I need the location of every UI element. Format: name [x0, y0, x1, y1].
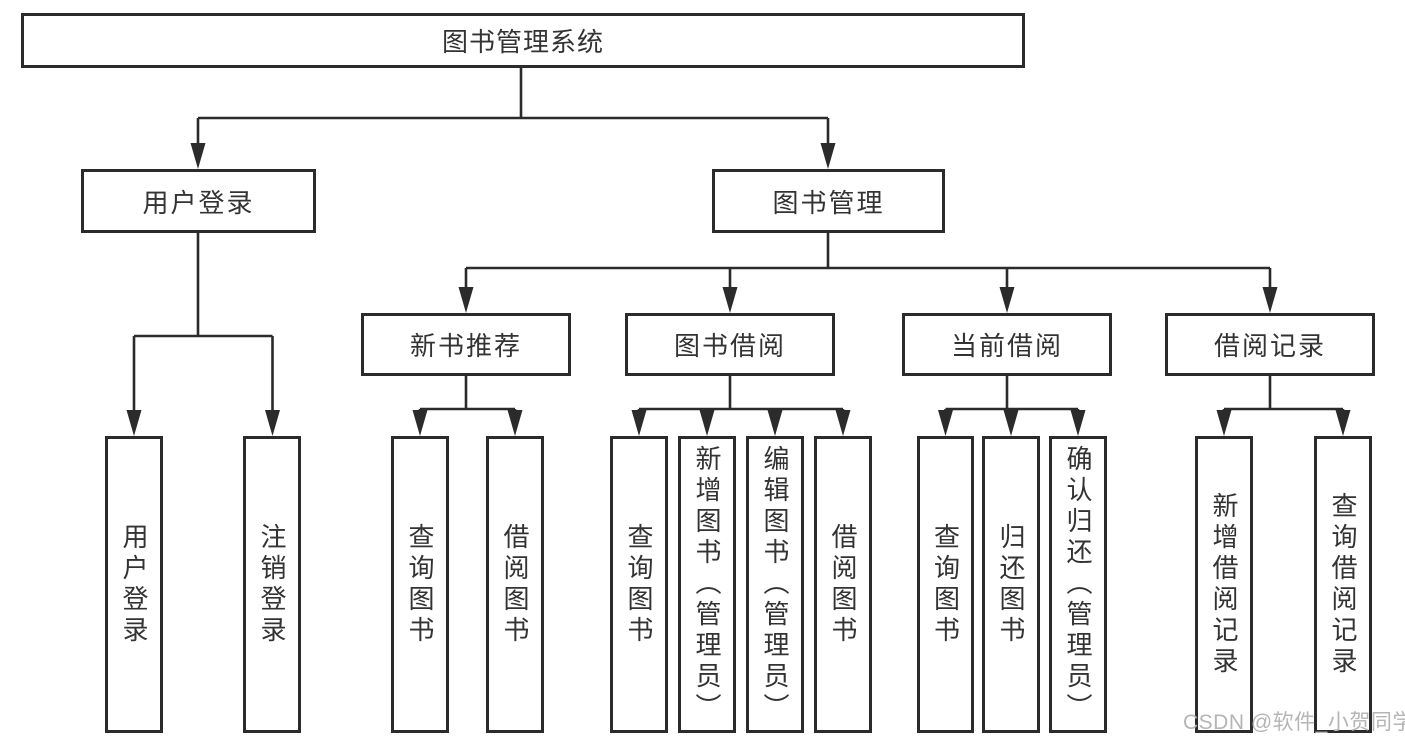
node-book-borrowing: 图书借阅 [625, 313, 835, 376]
leaf-label: 查询图书 [624, 522, 654, 647]
leaf-label: 新增借阅记录 [1209, 491, 1239, 678]
csdn-watermark: CSDN @软件_小贺同学 [1183, 711, 1405, 734]
node-label: 用户登录 [142, 187, 255, 218]
leaf-label: 新增图书（管理员） [692, 445, 722, 724]
leaf-add-borrow-record: 新增借阅记录 [1195, 436, 1253, 733]
leaf-edit-books-admin: 编辑图书（管理员） [746, 436, 804, 733]
leaf-label: 注销登录 [257, 522, 287, 647]
leaf-borrow-books: 借阅图书 [814, 436, 872, 733]
leaf-query-books-current: 查询图书 [917, 436, 974, 733]
leaf-label: 借阅图书 [828, 522, 858, 647]
leaf-query-books-recommend: 查询图书 [391, 436, 449, 733]
leaf-label: 查询借阅记录 [1328, 491, 1358, 678]
node-label: 图书借阅 [673, 331, 786, 361]
node-label: 图书管理 [772, 187, 885, 218]
node-label: 借阅记录 [1213, 331, 1326, 361]
node-label: 当前借阅 [950, 331, 1063, 361]
leaf-label: 确认归还（管理员） [1063, 445, 1093, 724]
node-new-book-recommendation: 新书推荐 [361, 313, 571, 376]
node-user-login: 用户登录 [81, 169, 316, 233]
leaf-add-books-admin: 新增图书（管理员） [678, 436, 736, 733]
leaf-return-books: 归还图书 [982, 436, 1040, 733]
node-label: 新书推荐 [409, 331, 522, 361]
leaf-borrow-books-recommend: 借阅图书 [486, 436, 544, 733]
node-borrowing-records: 借阅记录 [1165, 313, 1375, 376]
leaf-label: 借阅图书 [500, 522, 530, 647]
leaf-query-books-borrow: 查询图书 [610, 436, 668, 733]
leaf-query-borrow-record: 查询借阅记录 [1314, 436, 1372, 733]
leaf-label: 用户登录 [119, 522, 149, 647]
node-library-management-system: 图书管理系统 [21, 13, 1025, 68]
node-label: 图书管理系统 [441, 27, 604, 57]
leaf-label: 查询图书 [930, 522, 961, 647]
leaf-label: 编辑图书（管理员） [760, 445, 790, 724]
node-current-borrowing: 当前借阅 [902, 313, 1112, 376]
leaf-logout: 注销登录 [243, 436, 301, 733]
leaf-confirm-return-admin: 确认归还（管理员） [1049, 436, 1107, 733]
node-book-management: 图书管理 [712, 169, 945, 233]
leaf-user-login: 用户登录 [105, 436, 163, 733]
leaf-label: 查询图书 [405, 522, 435, 647]
leaf-label: 归还图书 [996, 522, 1026, 647]
